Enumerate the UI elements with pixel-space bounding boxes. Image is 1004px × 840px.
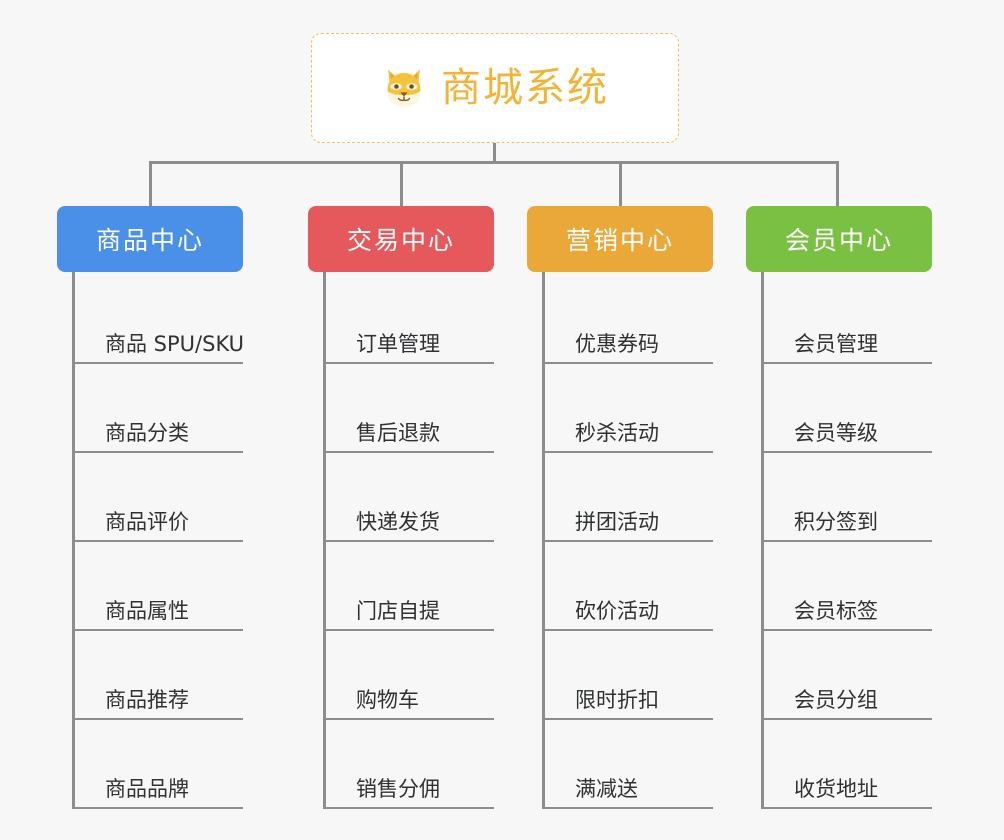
leaf-item-label: 积分签到 — [794, 510, 878, 534]
root-node[interactable]: 商城系统 — [311, 33, 679, 143]
shiba-dog-icon — [387, 69, 421, 107]
leaf-list-4: 会员管理 会员等级 积分签到 会员标签 会员分组 收货地址 — [761, 272, 932, 809]
leaf-item-label: 满减送 — [575, 777, 638, 801]
connector-horizontal-bus — [149, 161, 839, 164]
category-node-1-label: 商品中心 — [95, 226, 204, 255]
leaf-item[interactable]: 售后退款 — [326, 364, 494, 453]
category-node-3-label: 营销中心 — [565, 226, 674, 255]
leaf-item-label: 会员管理 — [794, 332, 878, 356]
leaf-item[interactable]: 购物车 — [326, 631, 494, 720]
leaf-list-1: 商品 SPU/SKU 商品分类 商品评价 商品属性 商品推荐 商品品牌 — [72, 272, 245, 809]
leaf-item-label: 收货地址 — [794, 777, 878, 801]
leaf-item-label: 售后退款 — [356, 421, 440, 445]
leaf-item-label: 商品 SPU/SKU — [105, 332, 245, 356]
leaf-item-label: 会员标签 — [794, 599, 878, 623]
leaf-item-label: 会员等级 — [794, 421, 878, 445]
leaf-item-label: 订单管理 — [356, 332, 440, 356]
category-node-2-label: 交易中心 — [346, 226, 455, 255]
leaf-item[interactable]: 商品评价 — [75, 453, 243, 542]
leaf-item[interactable]: 优惠券码 — [545, 272, 713, 364]
category-node-4-label: 会员中心 — [784, 226, 893, 255]
root-node-content: 商城系统 — [381, 65, 609, 111]
leaf-item[interactable]: 会员标签 — [764, 542, 932, 631]
connector-drop-3 — [619, 161, 622, 208]
leaf-item[interactable]: 快递发货 — [326, 453, 494, 542]
leaf-item[interactable]: 会员管理 — [764, 272, 932, 364]
leaf-item[interactable]: 秒杀活动 — [545, 364, 713, 453]
leaf-item-label: 限时折扣 — [575, 688, 659, 712]
leaf-item-label: 商品属性 — [105, 599, 189, 623]
leaf-item-label: 秒杀活动 — [575, 421, 659, 445]
leaf-item-label: 商品推荐 — [105, 688, 189, 712]
category-node-1[interactable]: 商品中心 — [57, 206, 243, 272]
leaf-item-label: 商品评价 — [105, 510, 189, 534]
connector-root-stem — [493, 143, 496, 163]
leaf-item-label: 购物车 — [356, 688, 419, 712]
leaf-item-label: 销售分佣 — [356, 777, 440, 801]
leaf-item[interactable]: 满减送 — [545, 720, 713, 809]
leaf-item[interactable]: 砍价活动 — [545, 542, 713, 631]
category-node-3[interactable]: 营销中心 — [527, 206, 713, 272]
leaf-item-label: 商品品牌 — [105, 777, 189, 801]
branch-column-1: 商品中心 商品 SPU/SKU 商品分类 商品评价 商品属性 商品推荐 商品品牌 — [57, 206, 245, 809]
leaf-item-label: 拼团活动 — [575, 510, 659, 534]
leaf-item-label: 会员分组 — [794, 688, 878, 712]
connector-drop-4 — [836, 161, 839, 208]
leaf-item-label: 优惠券码 — [575, 332, 659, 356]
leaf-item-label: 快递发货 — [356, 510, 440, 534]
leaf-item[interactable]: 商品分类 — [75, 364, 243, 453]
leaf-item[interactable]: 拼团活动 — [545, 453, 713, 542]
category-node-4[interactable]: 会员中心 — [746, 206, 932, 272]
leaf-item[interactable]: 会员等级 — [764, 364, 932, 453]
root-node-title: 商城系统 — [441, 65, 609, 111]
leaf-item[interactable]: 商品推荐 — [75, 631, 243, 720]
leaf-item[interactable]: 限时折扣 — [545, 631, 713, 720]
connector-drop-2 — [400, 161, 403, 208]
category-node-2[interactable]: 交易中心 — [308, 206, 494, 272]
branch-column-4: 会员中心 会员管理 会员等级 积分签到 会员标签 会员分组 收货地址 — [746, 206, 932, 809]
leaf-item-label: 商品分类 — [105, 421, 189, 445]
leaf-list-3: 优惠券码 秒杀活动 拼团活动 砍价活动 限时折扣 满减送 — [542, 272, 713, 809]
leaf-item[interactable]: 商品 SPU/SKU — [75, 272, 245, 364]
leaf-list-2: 订单管理 售后退款 快递发货 门店自提 购物车 销售分佣 — [323, 272, 494, 809]
leaf-item[interactable]: 会员分组 — [764, 631, 932, 720]
branch-column-3: 营销中心 优惠券码 秒杀活动 拼团活动 砍价活动 限时折扣 满减送 — [527, 206, 713, 809]
leaf-item[interactable]: 门店自提 — [326, 542, 494, 631]
leaf-item-label: 砍价活动 — [575, 599, 659, 623]
leaf-item-label: 门店自提 — [356, 599, 440, 623]
leaf-item[interactable]: 销售分佣 — [326, 720, 494, 809]
connector-drop-1 — [149, 161, 152, 208]
leaf-item[interactable]: 商品属性 — [75, 542, 243, 631]
leaf-item[interactable]: 订单管理 — [326, 272, 494, 364]
leaf-item[interactable]: 商品品牌 — [75, 720, 243, 809]
leaf-item[interactable]: 收货地址 — [764, 720, 932, 809]
branch-column-2: 交易中心 订单管理 售后退款 快递发货 门店自提 购物车 销售分佣 — [308, 206, 494, 809]
leaf-item[interactable]: 积分签到 — [764, 453, 932, 542]
